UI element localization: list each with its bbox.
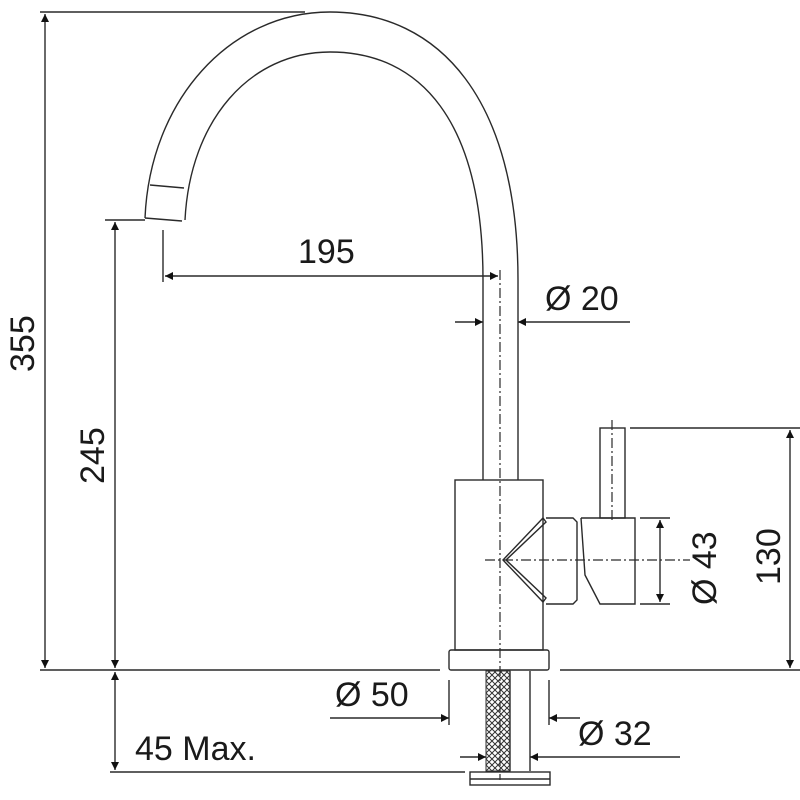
dim-spout-reach: 195 xyxy=(298,233,355,271)
spout xyxy=(144,11,519,480)
dim-base-diameter: Ø 50 xyxy=(335,676,409,714)
dim-spout-diameter: Ø 20 xyxy=(545,280,619,318)
extension-lines xyxy=(40,11,800,773)
handle xyxy=(502,427,636,605)
dim-handle-diameter: Ø 43 xyxy=(686,531,724,605)
dim-stem-diameter: Ø 32 xyxy=(578,715,652,753)
dimension-lines xyxy=(41,14,794,770)
dim-spout-height: 245 xyxy=(74,427,112,484)
dim-handle-height: 130 xyxy=(750,528,788,585)
dim-max-thickness: 45 Max. xyxy=(135,730,256,768)
centre-lines xyxy=(485,270,690,780)
faucet-body xyxy=(448,479,551,786)
threaded-stem xyxy=(485,670,511,772)
dim-total-height: 355 xyxy=(4,315,42,372)
